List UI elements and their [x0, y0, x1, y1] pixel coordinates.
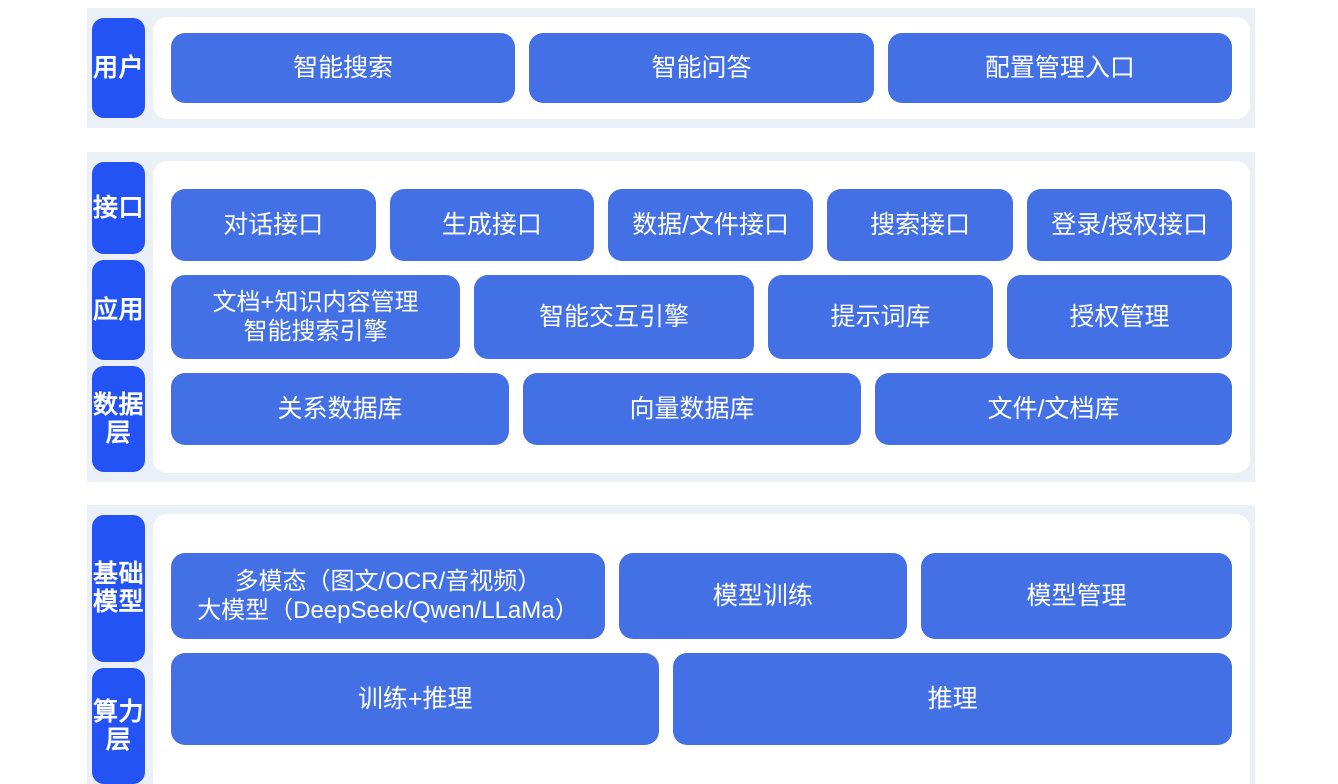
- box-intelligent-interaction-engine[interactable]: 智能交互引擎: [473, 275, 755, 359]
- box-training-plus-inference[interactable]: 训练+推理: [171, 653, 660, 745]
- section-base-layers: 基础模型 算力层 多模态（图文/OCR/音视频） 大模型（DeepSeek/Qw…: [87, 505, 1255, 784]
- card-user-layer: 智能搜索 智能问答 配置管理入口: [153, 17, 1250, 119]
- badge-stack-middle: 接口 应用 数据层: [92, 152, 145, 482]
- row-interface: 对话接口 生成接口 数据/文件接口 搜索接口 登录/授权接口: [171, 189, 1233, 261]
- row-user-entry: 智能搜索 智能问答 配置管理入口: [171, 33, 1232, 103]
- layer-badge-compute[interactable]: 算力层: [92, 667, 145, 784]
- box-generation-api[interactable]: 生成接口: [389, 189, 595, 261]
- section-user-layer: 用户 智能搜索 智能问答 配置管理入口: [87, 8, 1255, 128]
- layer-badge-user[interactable]: 用户: [92, 18, 145, 118]
- badge-column-middle: 接口 应用 数据层: [87, 152, 150, 482]
- row-data-store: 关系数据库 向量数据库 文件/文档库: [171, 373, 1232, 445]
- box-authorization-management[interactable]: 授权管理: [1007, 275, 1233, 359]
- box-inference[interactable]: 推理: [673, 653, 1232, 745]
- box-relational-database[interactable]: 关系数据库: [171, 373, 509, 445]
- layer-badge-foundation-model[interactable]: 基础模型: [92, 515, 145, 662]
- card-middle-layers: 对话接口 生成接口 数据/文件接口 搜索接口 登录/授权接口 文档+知识内容管理…: [153, 161, 1250, 473]
- box-login-auth-api[interactable]: 登录/授权接口: [1027, 189, 1233, 261]
- box-prompt-library[interactable]: 提示词库: [768, 275, 994, 359]
- row-compute: 训练+推理 推理: [171, 653, 1232, 745]
- box-file-document-store[interactable]: 文件/文档库: [874, 373, 1232, 445]
- box-search-api[interactable]: 搜索接口: [826, 189, 1014, 261]
- badge-stack-base: 基础模型 算力层: [92, 505, 145, 784]
- badge-stack-user: 用户: [92, 8, 145, 128]
- box-document-knowledge-management[interactable]: 文档+知识内容管理 智能搜索引擎: [171, 275, 460, 359]
- box-model-training[interactable]: 模型训练: [618, 553, 908, 639]
- box-data-file-api[interactable]: 数据/文件接口: [608, 189, 813, 261]
- row-foundation-model: 多模态（图文/OCR/音视频） 大模型（DeepSeek/Qwen/LLaMa）…: [171, 553, 1232, 639]
- section-middle-layers: 接口 应用 数据层 对话接口 生成接口 数据/文件接口 搜索接口 登录/授权接口…: [87, 152, 1255, 482]
- row-application: 文档+知识内容管理 智能搜索引擎 智能交互引擎 提示词库 授权管理: [171, 275, 1233, 359]
- badge-column-user: 用户: [87, 8, 150, 128]
- card-base-layers: 多模态（图文/OCR/音视频） 大模型（DeepSeek/Qwen/LLaMa）…: [153, 514, 1250, 784]
- badge-column-base: 基础模型 算力层: [87, 505, 150, 784]
- box-model-management[interactable]: 模型管理: [921, 553, 1232, 639]
- box-dialog-api[interactable]: 对话接口: [171, 189, 376, 261]
- layer-badge-application[interactable]: 应用: [92, 259, 145, 361]
- layer-badge-interface[interactable]: 接口: [92, 162, 145, 254]
- box-intelligent-qa[interactable]: 智能问答: [529, 33, 874, 103]
- layer-badge-data[interactable]: 数据层: [92, 366, 145, 472]
- box-vector-database[interactable]: 向量数据库: [522, 373, 861, 445]
- box-config-management-entry[interactable]: 配置管理入口: [887, 33, 1232, 103]
- box-multimodal-large-model[interactable]: 多模态（图文/OCR/音视频） 大模型（DeepSeek/Qwen/LLaMa）: [171, 553, 605, 639]
- box-intelligent-search[interactable]: 智能搜索: [171, 33, 516, 103]
